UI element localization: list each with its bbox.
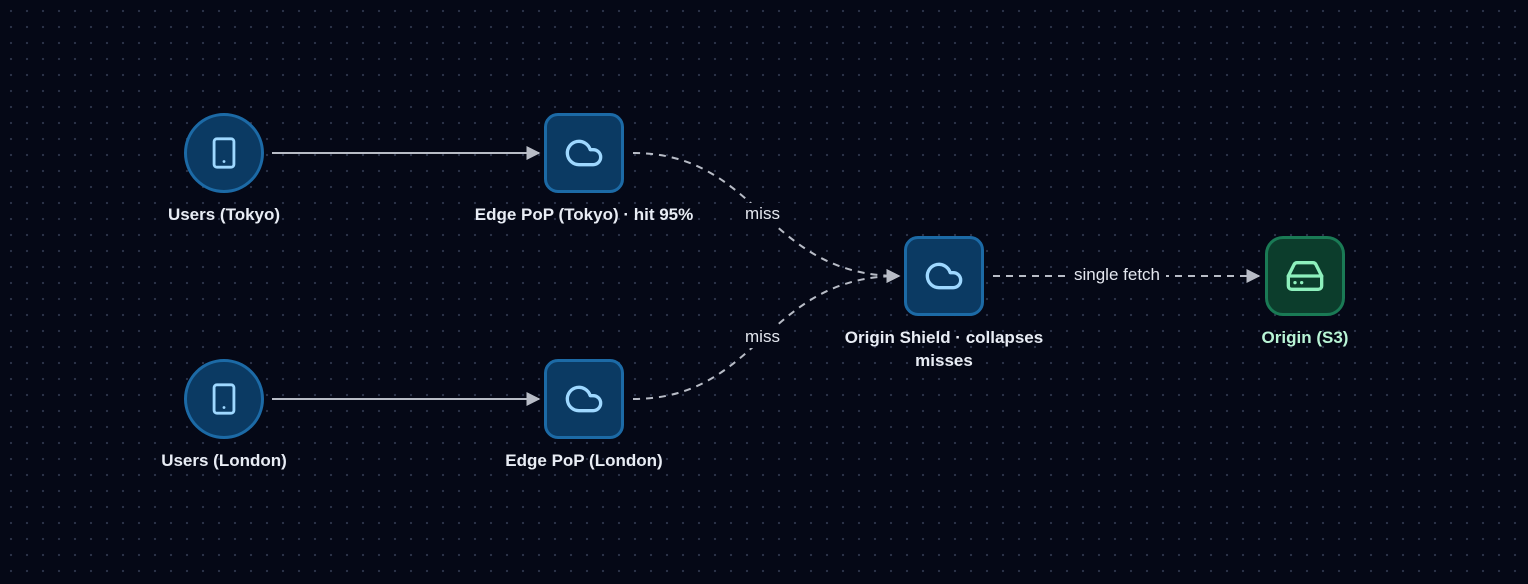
edge-tokyo-label: Edge PoP (Tokyo) · hit 95% bbox=[474, 205, 694, 224]
edge-london-node[interactable] bbox=[544, 359, 624, 439]
origin-shield-label: Origin Shield · collapses misses bbox=[844, 328, 1044, 370]
cloud-icon bbox=[565, 139, 603, 167]
users-tokyo-node[interactable] bbox=[184, 113, 264, 193]
storage-drive-icon bbox=[1286, 261, 1324, 291]
users-london-node[interactable] bbox=[184, 359, 264, 439]
users-tokyo-label: Users (Tokyo) bbox=[167, 205, 281, 224]
edge-tokyo-node[interactable] bbox=[544, 113, 624, 193]
edge-label-single-fetch: single fetch bbox=[1068, 264, 1166, 286]
edge-london-label: Edge PoP (London) bbox=[505, 451, 663, 470]
edge-label-tokyo-miss: miss bbox=[739, 203, 786, 225]
cloud-icon bbox=[565, 385, 603, 413]
smartphone-icon bbox=[212, 383, 236, 415]
origin-label: Origin (S3) bbox=[1261, 328, 1349, 347]
cloud-icon bbox=[925, 262, 963, 290]
users-london-label: Users (London) bbox=[161, 451, 287, 470]
smartphone-icon bbox=[212, 137, 236, 169]
edge-label-london-miss: miss bbox=[739, 326, 786, 348]
origin-shield-node[interactable] bbox=[904, 236, 984, 316]
origin-node[interactable] bbox=[1265, 236, 1345, 316]
